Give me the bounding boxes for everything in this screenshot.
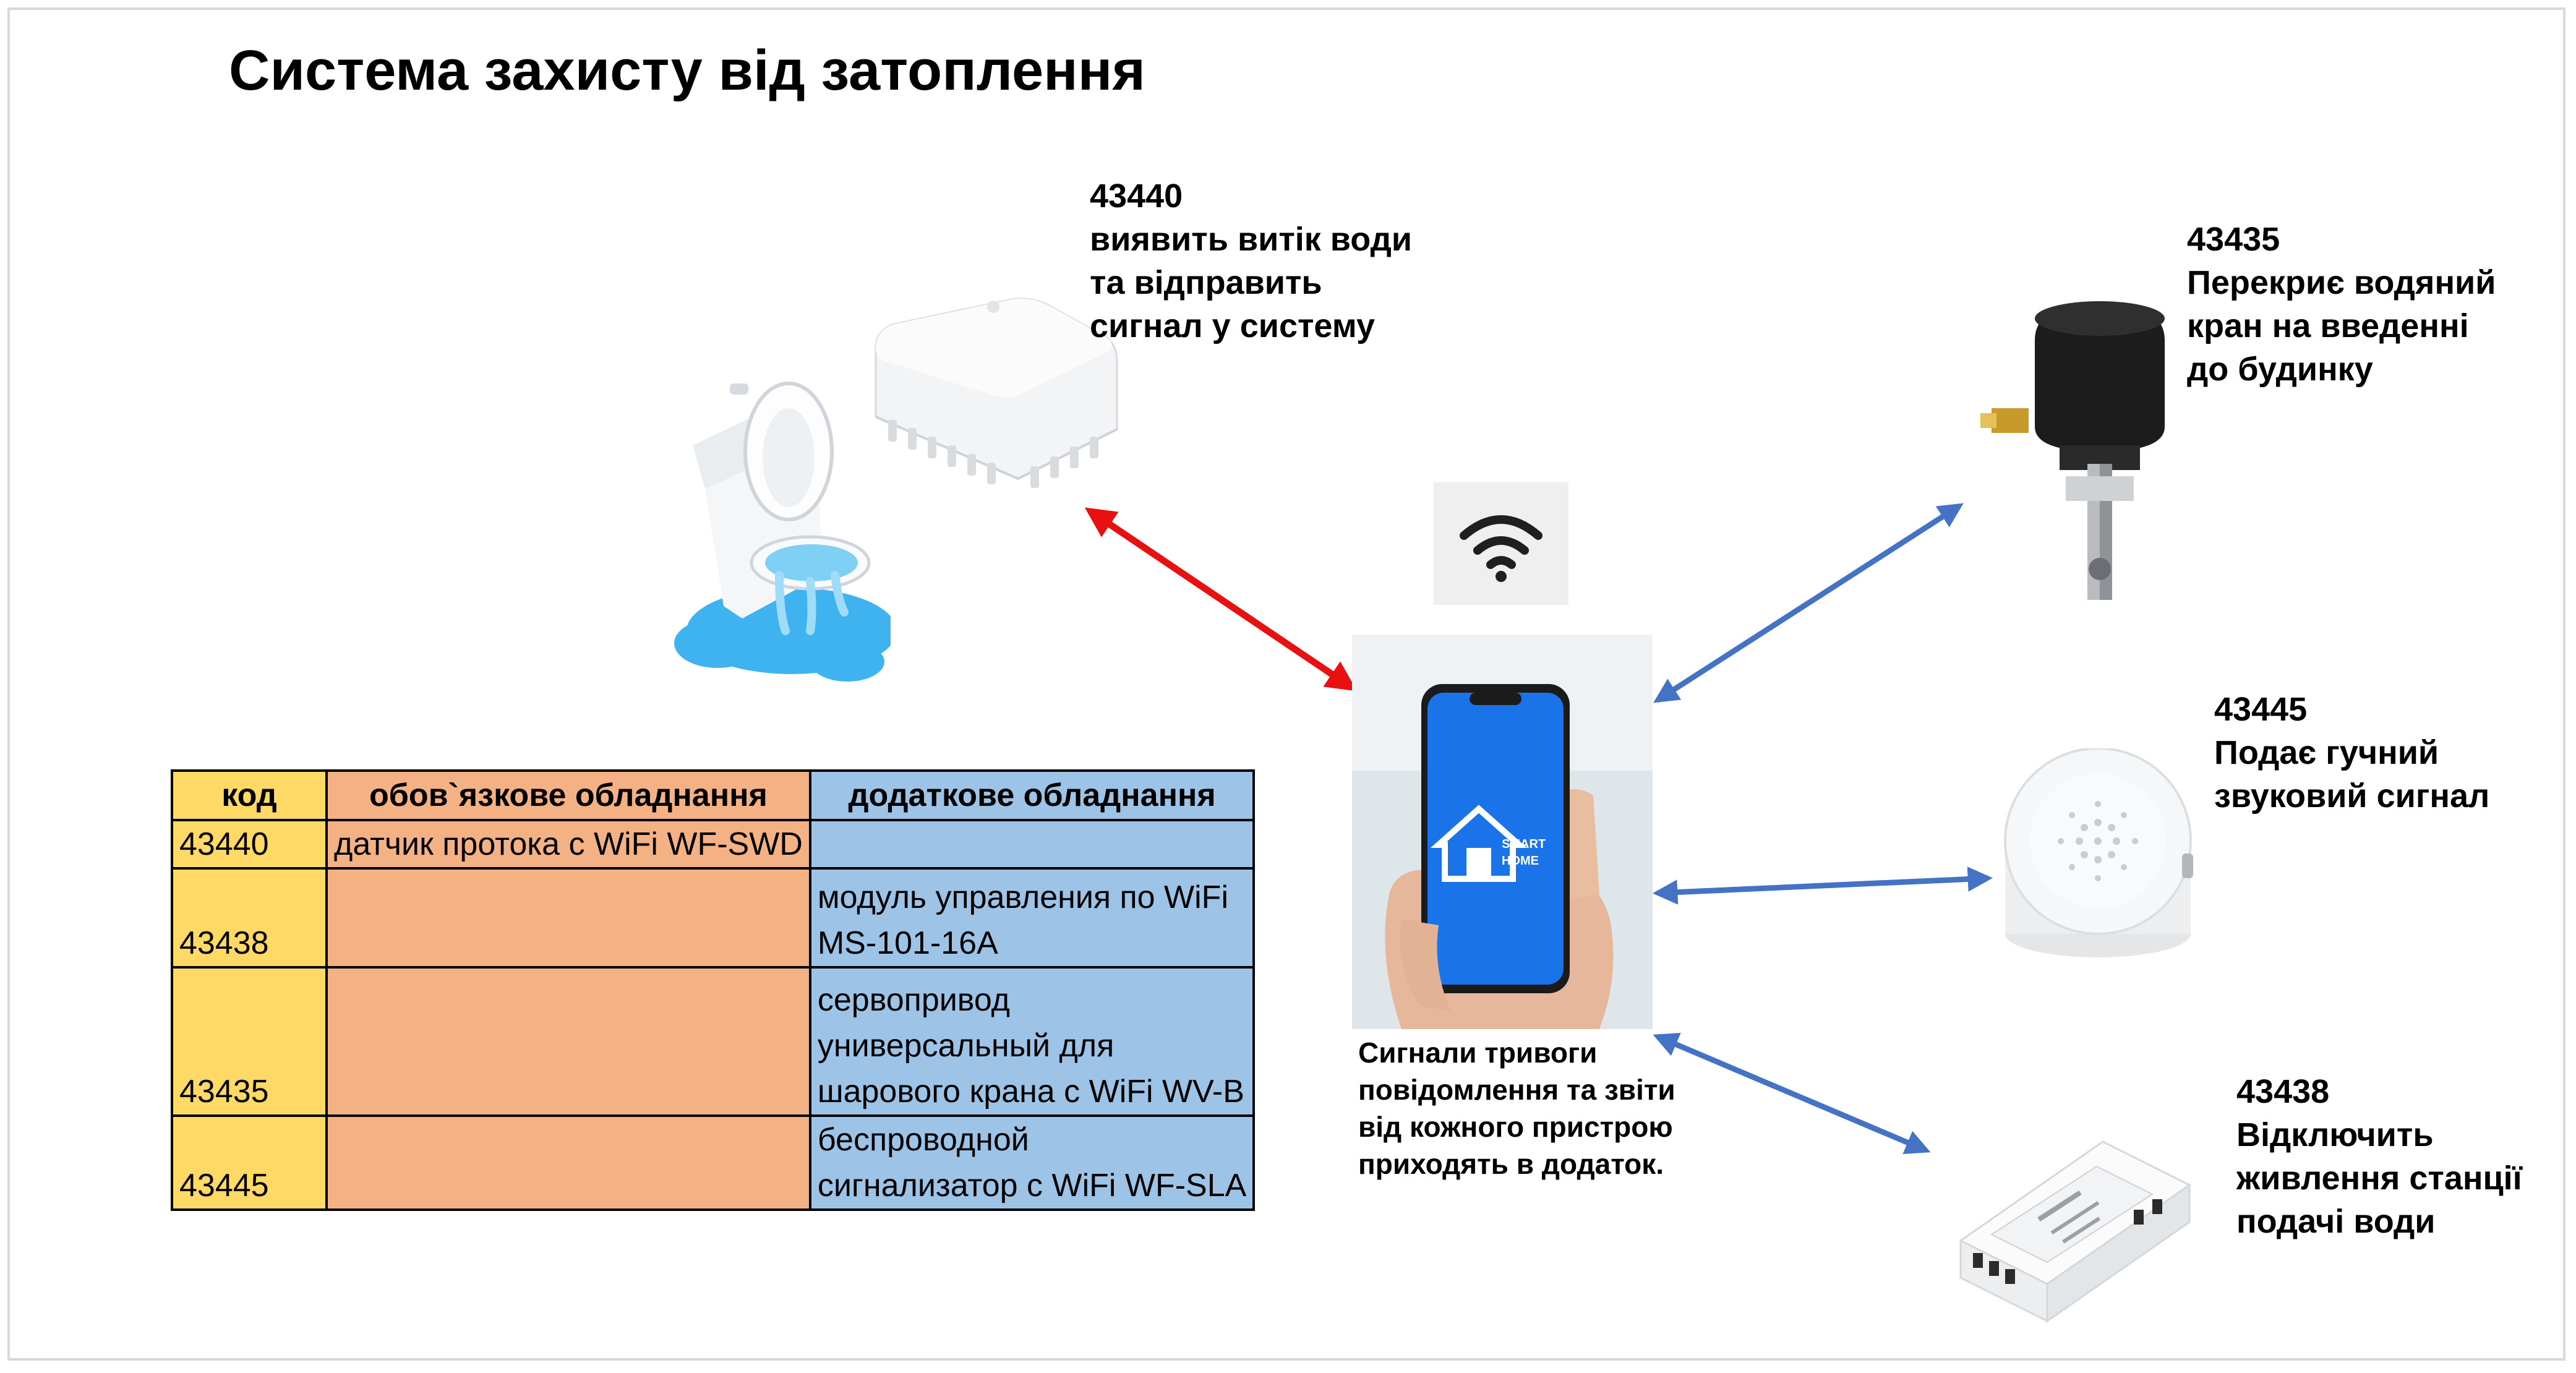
leak-sensor-code: 43440 — [1090, 178, 1183, 215]
valve-line-2: кран на введенні — [2187, 307, 2469, 344]
row-optional — [808, 819, 1256, 870]
siren-image — [2004, 748, 2193, 957]
row-optional-line: сервопривод — [817, 982, 1010, 1018]
wifi-icon — [1460, 515, 1543, 582]
row-required: датчик протока с WiFi WF-SWD — [325, 819, 811, 870]
row-optional: беспроводной сигнализатор с WiFi WF-SLA — [808, 1114, 1256, 1211]
table-header-row: код обов`язкове обладнання додаткове обл… — [171, 769, 1256, 821]
toilet-illustration — [674, 382, 891, 682]
header-code: код — [171, 769, 328, 821]
row-optional: модуль управления по WiFi MS-101-16A — [808, 867, 1256, 969]
row-required — [325, 867, 811, 969]
valve-code: 43435 — [2187, 221, 2280, 258]
arrow-sensor-phone — [1084, 507, 1358, 691]
row-required — [325, 966, 811, 1117]
siren-line-1: Подає гучний — [2214, 734, 2439, 771]
slide-frame — [7, 7, 2565, 1361]
siren-code: 43445 — [2214, 691, 2308, 728]
valve-line-1: Перекриє водяний — [2187, 264, 2496, 301]
arrow-phone-switch — [1653, 1033, 1931, 1154]
leak-sensor-line-1: виявить витік води — [1090, 221, 1413, 258]
valve-line-3: до будинку — [2187, 351, 2373, 388]
table-row: 43440 датчик протока с WiFi WF-SWD — [171, 819, 1256, 870]
wifi-indicator — [1434, 482, 1568, 605]
header-required: обов`язкове обладнання — [325, 769, 811, 821]
switch-line-3: подачі води — [2236, 1203, 2436, 1240]
row-code: 43438 — [171, 867, 328, 969]
row-code: 43445 — [171, 1114, 328, 1211]
row-optional-line: шарового крана с WiFi WV-B — [817, 1074, 1244, 1110]
header-optional: додаткове обладнання — [808, 769, 1256, 821]
switch-description: 43438 Відключить живлення станції подачі… — [2236, 1070, 2522, 1243]
phone-caption-line-4: приходять в додаток. — [1358, 1148, 1664, 1180]
row-required-line: датчик протока с WiFi WF-SWD — [334, 826, 803, 862]
row-optional-line: сигнализатор с WiFi WF-SLA — [817, 1168, 1247, 1204]
row-required — [325, 1114, 811, 1211]
smartphone-app-photo: SMART HOME — [1352, 635, 1653, 1029]
phone-caption-line-1: Сигнали тривоги — [1358, 1037, 1598, 1069]
switch-line-2: живлення станції — [2236, 1160, 2522, 1197]
siren-description: 43445 Подає гучний звуковий сигнал — [2214, 688, 2489, 818]
phone-caption-line-3: від кожного пристрою — [1358, 1111, 1673, 1143]
phone-screen-text-home: HOME — [1502, 854, 1539, 868]
row-optional-line: модуль управления по WiFi — [817, 879, 1229, 915]
page-title: Система захисту від затоплення — [229, 39, 1145, 102]
phone-screen-text-smart: SMART — [1502, 837, 1546, 851]
row-optional-line: универсальный для — [817, 1028, 1115, 1064]
table-row: 43445 беспроводной сигнализатор с WiFi W… — [171, 1114, 1256, 1211]
row-optional-line: беспроводной — [817, 1122, 1029, 1158]
table-row: 43438 модуль управления по WiFi MS-101-1… — [171, 867, 1256, 969]
arrow-phone-valve — [1653, 503, 1964, 703]
leak-sensor-description: 43440 виявить витік води та відправить с… — [1090, 174, 1412, 348]
table-row: 43435 сервопривод универсальный для шаро… — [171, 966, 1256, 1117]
row-optional-line: MS-101-16A — [817, 925, 998, 961]
switch-line-1: Відключить — [2236, 1116, 2434, 1153]
phone-caption: Сигнали тривоги повідомлення та звіти ві… — [1358, 1034, 1675, 1183]
row-optional: сервопривод универсальный для шарового к… — [808, 966, 1256, 1117]
leak-sensor-line-3: сигнал у систему — [1090, 307, 1376, 344]
leak-sensor-image — [875, 297, 1118, 488]
valve-description: 43435 Перекриє водяний кран на введенні … — [2187, 218, 2496, 391]
smart-switch-image — [1959, 1140, 2191, 1323]
phone-caption-line-2: повідомлення та звіти — [1358, 1074, 1675, 1106]
leak-sensor-line-2: та відправить — [1090, 264, 1322, 301]
row-code: 43435 — [171, 966, 328, 1117]
valve-actuator-image — [1980, 301, 2165, 600]
equipment-table: код обов`язкове обладнання додаткове обл… — [171, 769, 1256, 1211]
switch-code: 43438 — [2236, 1073, 2330, 1110]
siren-line-2: звуковий сигнал — [2214, 777, 2490, 815]
arrow-phone-siren — [1652, 866, 1993, 905]
row-code: 43440 — [171, 819, 328, 870]
